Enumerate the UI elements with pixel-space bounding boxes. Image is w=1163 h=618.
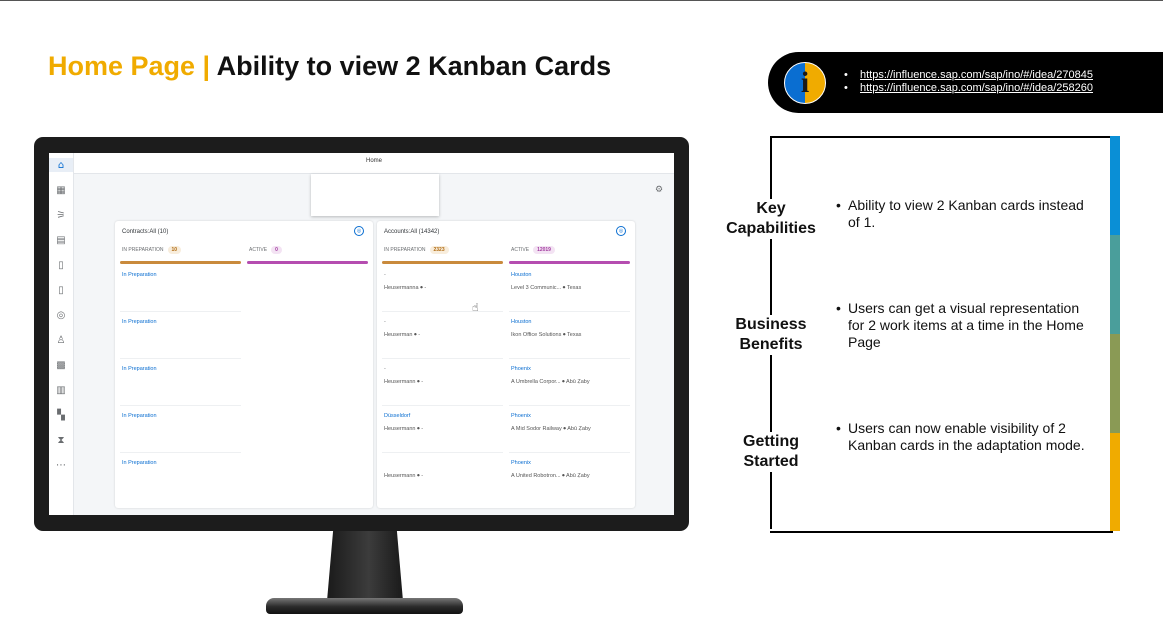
top-rule — [0, 0, 1163, 1]
idea-link-1[interactable]: https://influence.sap.com/sap/ino/#/idea… — [860, 69, 1093, 81]
count-badge: 10 — [167, 246, 182, 254]
register-icon[interactable]: ▤ — [56, 234, 66, 246]
monitor: ⌂ ▦ ⚞ ▤ ▯ ▯ ◎ ♙ ▩ ▥ ▚ ⧗ ⋯ Home ⚙ Contrac… — [34, 137, 689, 531]
list-item[interactable]: In Preparation — [120, 268, 241, 312]
app-header-title: Home — [365, 158, 382, 164]
list-item[interactable]: Heusermann ⦁ - — [384, 473, 424, 479]
list-item[interactable]: -Heusermann ⦁ - — [382, 362, 503, 406]
info-links: •https://influence.sap.com/sap/ino/#/ide… — [844, 69, 1093, 95]
card-settings-icon[interactable]: ◎ — [616, 226, 626, 236]
card-title: Accounts:All (14342) — [384, 229, 440, 235]
hand-cursor-icon: ☝ — [472, 301, 479, 314]
monitor-stand-neck — [327, 531, 403, 601]
settings-icon[interactable]: ⚙ — [655, 185, 664, 195]
info-link-item: •https://influence.sap.com/sap/ino/#/ide… — [844, 69, 1093, 81]
card-title: Contracts:All (10) — [122, 229, 169, 235]
column-bar-prep — [120, 261, 241, 264]
color-strip-olive — [1110, 334, 1120, 433]
section-text-business-benefits: •Users can get a visual representation f… — [836, 300, 1084, 350]
title-accent: Home Page | — [48, 51, 211, 81]
color-strip-teal — [1110, 235, 1120, 334]
info-icon: i — [784, 62, 826, 104]
column-bar-active — [247, 261, 368, 264]
idea-link-2[interactable]: https://influence.sap.com/sap/ino/#/idea… — [860, 82, 1093, 94]
qr-icon[interactable]: ▚ — [57, 409, 65, 421]
app-header: Home — [74, 153, 674, 174]
popover — [311, 174, 439, 216]
search-doc-icon[interactable]: ◎ — [56, 309, 66, 321]
list-item[interactable]: In Preparation — [120, 315, 241, 359]
grid-icon[interactable]: ▩ — [56, 359, 66, 371]
color-strip-blue — [1110, 136, 1120, 235]
count-badge: 12019 — [533, 246, 555, 254]
hourglass-icon[interactable]: ⧗ — [57, 434, 65, 446]
document-icon[interactable]: ▯ — [58, 259, 64, 271]
clipboard-icon[interactable]: ▥ — [56, 384, 66, 396]
calendar-icon[interactable]: ▦ — [56, 184, 66, 196]
section-text-key-capabilities: •Ability to view 2 Kanban cards instead … — [836, 197, 1084, 230]
app-sidebar: ⌂ ▦ ⚞ ▤ ▯ ▯ ◎ ♙ ▩ ▥ ▚ ⧗ ⋯ — [49, 153, 74, 515]
monitor-stand-base — [266, 598, 463, 614]
column-bar-prep — [382, 261, 503, 264]
more-icon[interactable]: ⋯ — [56, 459, 66, 471]
column-bar-active — [509, 261, 630, 264]
list-item[interactable]: -Heusermanna ⦁ - — [382, 268, 503, 312]
count-badge: 2323 — [429, 246, 449, 254]
app-screen: ⌂ ▦ ⚞ ▤ ▯ ▯ ◎ ♙ ▩ ▥ ▚ ⧗ ⋯ Home ⚙ Contrac… — [49, 153, 674, 515]
section-label-getting-started: Getting Started — [721, 432, 821, 472]
count-badge: 0 — [271, 246, 282, 254]
feed-icon[interactable]: ⚞ — [56, 209, 66, 221]
card-settings-icon[interactable]: ◎ — [354, 226, 364, 236]
section-label-business-benefits: Business Benefits — [721, 315, 821, 355]
home-icon[interactable]: ⌂ — [49, 158, 73, 172]
document-icon[interactable]: ▯ — [58, 284, 64, 296]
info-banner: i •https://influence.sap.com/sap/ino/#/i… — [768, 52, 1163, 113]
section-label-key-capabilities: Key Capabilities — [721, 199, 821, 239]
info-link-item: •https://influence.sap.com/sap/ino/#/ide… — [844, 82, 1093, 94]
list-item[interactable]: In Preparation — [120, 362, 241, 406]
title-main: Ability to view 2 Kanban Cards — [216, 51, 612, 81]
section-text-getting-started: •Users can now enable visibility of 2 Ka… — [836, 420, 1085, 453]
list-item[interactable]: In Preparation — [122, 460, 157, 466]
color-strip-gold — [1110, 433, 1120, 531]
list-item[interactable]: -Heuserman ⦁ - — [382, 315, 503, 359]
slide-title: Home Page | Ability to view 2 Kanban Car… — [48, 51, 611, 82]
list-item[interactable]: In Preparation — [120, 409, 241, 453]
user-icon[interactable]: ♙ — [56, 334, 66, 346]
